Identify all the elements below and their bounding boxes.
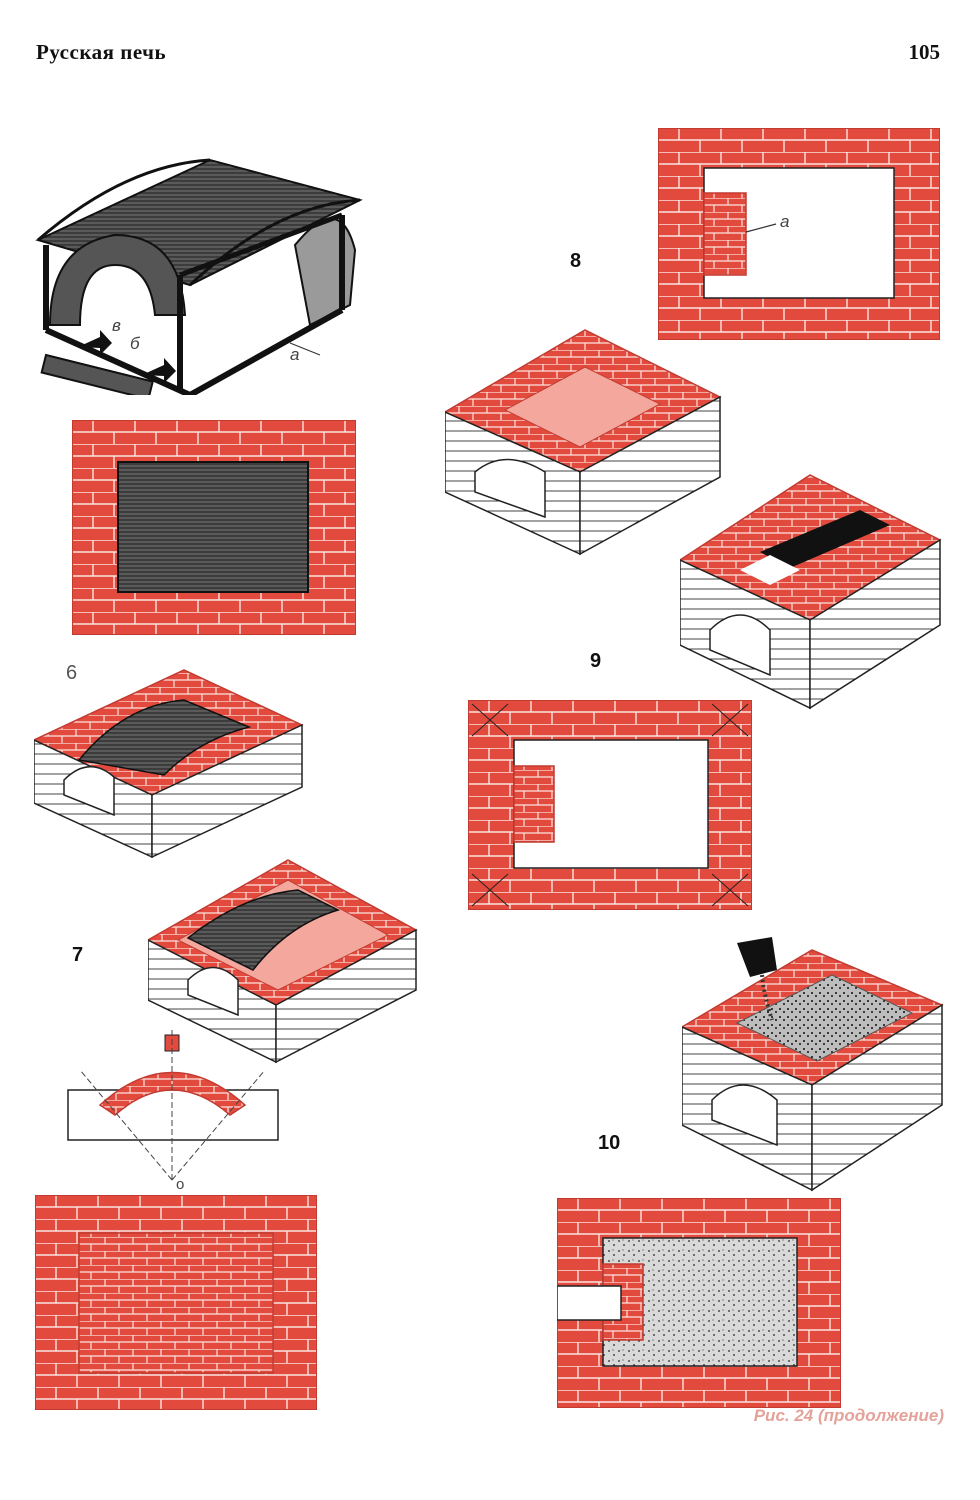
label-o-center: о	[176, 1176, 185, 1193]
plan-full-brick	[35, 1195, 317, 1410]
label-v-formwork: в	[112, 316, 121, 335]
arch-formwork-illustration	[35, 158, 363, 395]
label-a-step8: а	[780, 212, 790, 231]
step8-isometric-upper	[445, 329, 722, 556]
page-number: 105	[908, 40, 941, 64]
arch-section-diagram	[67, 1030, 279, 1181]
step8-isometric-lower	[680, 474, 942, 710]
step10-isometric	[682, 937, 944, 1192]
figure-label-6: 6	[66, 662, 78, 684]
step7-isometric	[148, 859, 418, 1064]
running-title: Русская печь	[36, 40, 167, 64]
figure-label-9: 9	[590, 650, 602, 672]
step6-isometric	[34, 669, 304, 859]
label-b-formwork: б	[130, 334, 140, 353]
step8-plan	[658, 128, 940, 340]
figure-label-7: 7	[72, 944, 84, 966]
figure-label-8: 8	[570, 250, 582, 272]
label-a-formwork: а	[290, 345, 300, 364]
step10-plan	[557, 1198, 841, 1408]
step9-plan	[468, 700, 752, 910]
figure-label-10: 10	[598, 1132, 621, 1154]
figure-caption: Рис. 24 (продолжение)	[753, 1406, 944, 1425]
plan-wood-formwork	[72, 420, 356, 635]
